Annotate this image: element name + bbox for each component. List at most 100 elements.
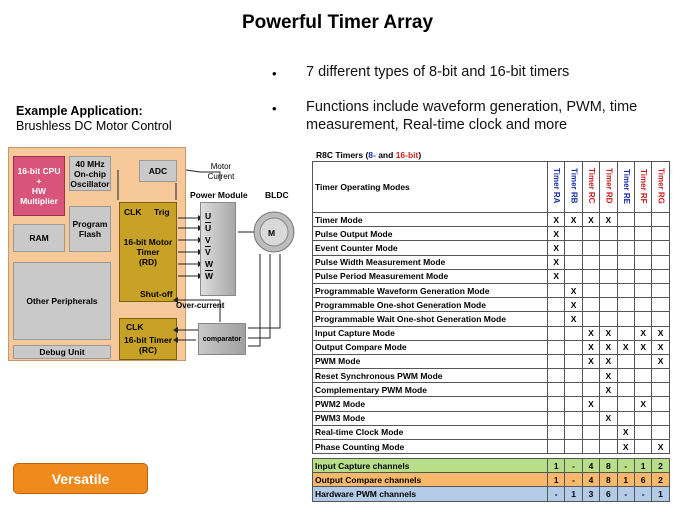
phase-label: V — [205, 247, 211, 257]
mode-cell — [633, 424, 653, 441]
mode-cell — [633, 268, 653, 284]
mode-cell — [546, 297, 566, 313]
motor-current-line — [200, 171, 221, 181]
table-row: Programmable Wait One-shot Generation Mo… — [312, 311, 670, 327]
timer-table-header: Timer Operating Modes Timer RA Timer RB … — [312, 161, 670, 213]
summary-cell: 1 — [546, 472, 566, 488]
mode-cell — [651, 297, 670, 313]
column-header: Timer RF — [639, 168, 649, 204]
mode-name: Reset Synchronous PWM Mode — [312, 368, 548, 384]
mode-cell — [581, 226, 601, 242]
summary-label: Hardware PWM channels — [312, 486, 548, 502]
mode-cell — [651, 382, 670, 398]
mode-name: Pulse Output Mode — [312, 226, 548, 242]
mode-cell: X — [564, 211, 583, 228]
mode-cell — [616, 226, 635, 242]
mode-cell — [546, 438, 566, 455]
mode-cell: X — [599, 410, 618, 426]
mode-cell: X — [581, 339, 601, 355]
mode-cell — [633, 282, 653, 299]
timer-rd-block: CLK Trig 16-bit Motor Timer (RD) Shut-of… — [119, 202, 177, 302]
mode-cell — [564, 353, 583, 370]
mode-name: Real-time Clock Mode — [312, 424, 548, 441]
mode-cell — [616, 211, 635, 228]
phase-label: W — [205, 271, 214, 281]
mode-cell: X — [546, 240, 566, 256]
mode-cell — [581, 311, 601, 327]
feedback-line — [248, 254, 281, 329]
mode-cell: X — [581, 325, 601, 341]
summary-cell: - — [616, 486, 635, 502]
phase-label: W — [205, 259, 214, 269]
mode-cell — [581, 438, 601, 455]
oscillator-block: 40 MHz On-chip Oscillator — [69, 156, 111, 191]
summary-cell: - — [633, 486, 653, 502]
mode-cell — [633, 410, 653, 426]
mode-cell: X — [599, 382, 618, 398]
mode-cell: X — [599, 339, 618, 355]
mode-cell — [546, 396, 566, 412]
mode-cell — [546, 424, 566, 441]
mode-cell — [581, 297, 601, 313]
mode-cell — [564, 438, 583, 455]
mode-cell — [546, 339, 566, 355]
shutoff-label: Shut-off — [140, 289, 173, 299]
example-heading: Example Application: — [16, 104, 143, 118]
power-module-label: Power Module — [190, 190, 248, 200]
mode-cell — [616, 410, 635, 426]
mode-cell — [599, 240, 618, 256]
mode-name: Pulse Width Measurement Mode — [312, 254, 548, 270]
trig-label: Trig — [154, 207, 170, 217]
mode-cell — [564, 410, 583, 426]
motor-current-label: Motor Current — [207, 162, 235, 181]
summary-cell: 2 — [651, 457, 670, 474]
mode-cell: X — [651, 353, 670, 370]
mode-cell — [633, 438, 653, 455]
mode-cell: X — [599, 211, 618, 228]
mode-cell — [564, 339, 583, 355]
mode-cell: X — [564, 297, 583, 313]
mode-cell — [599, 438, 618, 455]
mode-cell — [564, 325, 583, 341]
mode-cell — [546, 410, 566, 426]
mode-cell: X — [546, 226, 566, 242]
mode-cell — [546, 382, 566, 398]
mode-cell — [651, 396, 670, 412]
mode-cell: X — [599, 368, 618, 384]
summary-cell: 4 — [581, 472, 601, 488]
mode-cell — [651, 240, 670, 256]
mode-cell — [599, 268, 618, 284]
mode-name: PWM3 Mode — [312, 410, 548, 426]
mode-cell: X — [616, 424, 635, 441]
summary-cell: 4 — [581, 457, 601, 474]
summary-label: Output Compare channels — [312, 472, 548, 488]
other-peripherals-block: Other Peripherals — [13, 262, 111, 340]
mode-cell — [581, 424, 601, 441]
bullet-item: Functions include waveform generation, P… — [306, 99, 638, 133]
mode-cell — [651, 211, 670, 228]
mode-cell — [633, 254, 653, 270]
mode-cell — [564, 382, 583, 398]
timer-rc-label: 16-bit Timer (RC) — [123, 335, 173, 355]
mode-cell — [633, 240, 653, 256]
mode-cell — [599, 297, 618, 313]
motor-label: M — [268, 228, 276, 238]
mode-cell — [651, 268, 670, 284]
summary-cell: - — [546, 486, 566, 502]
power-module: U U V V W W — [200, 202, 236, 296]
mode-cell — [616, 282, 635, 299]
mode-cell — [651, 226, 670, 242]
timer-rc-block: CLK 16-bit Timer (RC) — [119, 318, 177, 360]
mode-cell — [564, 396, 583, 412]
adc-block: ADC — [139, 160, 177, 182]
summary-cell: 1 — [633, 457, 653, 474]
mode-cell — [564, 254, 583, 270]
over-current-label: Over-current — [176, 301, 225, 310]
header-label: Timer Operating Modes — [312, 161, 548, 213]
mode-cell — [633, 297, 653, 313]
mode-name: Timer Mode — [312, 211, 548, 228]
